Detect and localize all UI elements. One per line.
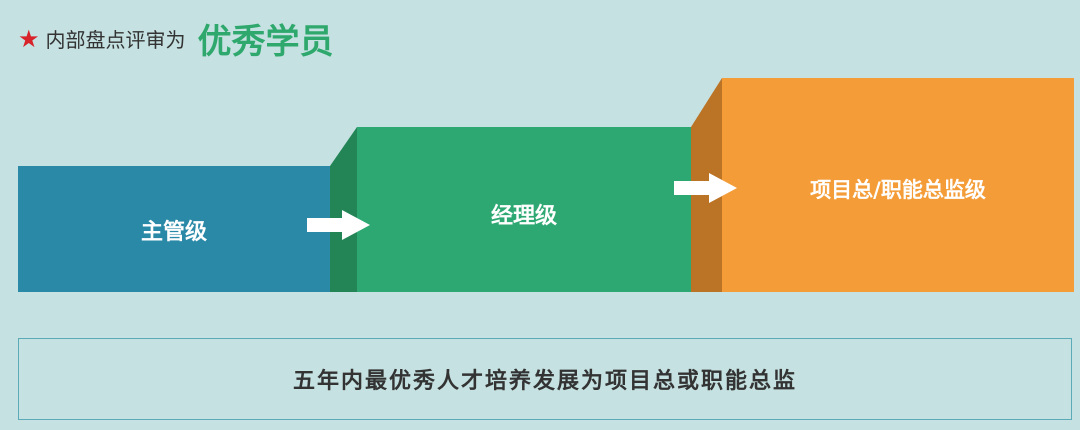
header: ★ 内部盘点评审为 优秀学员 [18,14,334,63]
footer-text: 五年内最优秀人才培养发展为项目总或职能总监 [292,369,797,394]
step-supervisor [18,166,330,292]
arrow-right-icon [307,210,370,240]
step-manager [357,127,691,292]
footer-box: 五年内最优秀人才培养发展为项目总或职能总监 [18,338,1072,420]
star-icon: ★ [18,24,40,53]
level-label-supervisor: 主管级 [140,220,207,245]
arrow-right-icon [674,173,737,203]
level-label-manager: 经理级 [490,204,557,229]
step-manager-side [330,127,357,292]
header-highlight: 优秀学员 [197,22,334,62]
header-prefix: 内部盘点评审为 [45,28,186,52]
step-director [722,78,1074,292]
level-label-director: 项目总/职能总监级 [810,178,986,202]
